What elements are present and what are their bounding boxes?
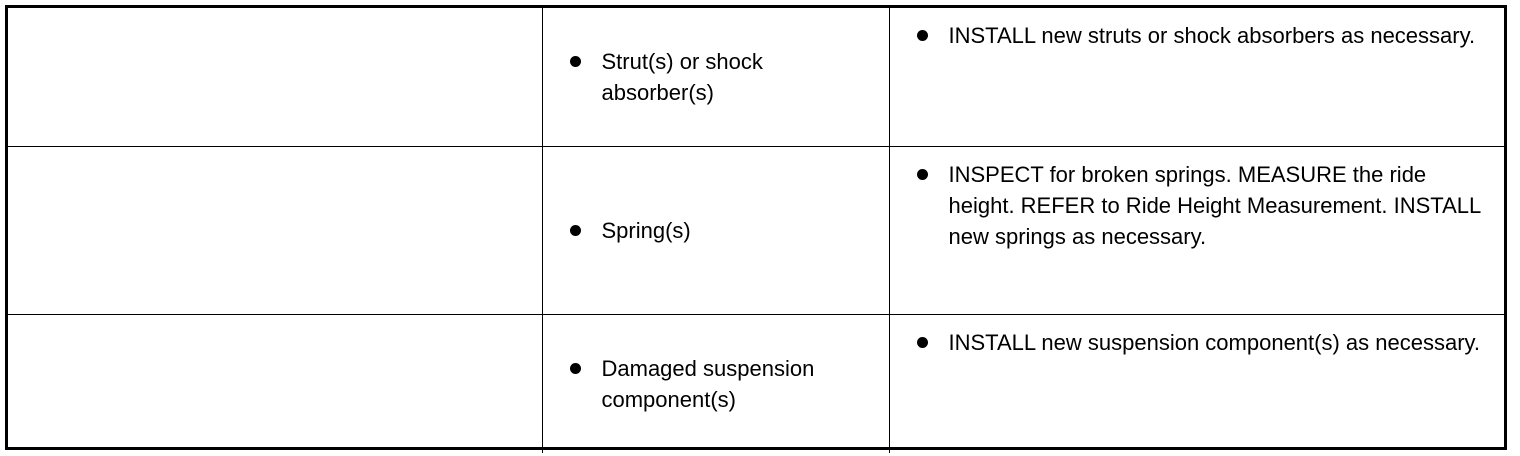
table-row: Spring(s) INSPECT for broken springs. ME… <box>8 145 1504 315</box>
condition-cell <box>8 145 543 315</box>
diagnosis-table-grid: Strut(s) or shock absorber(s) INSTALL ne… <box>8 8 1504 453</box>
action-bullet-item: INSPECT for broken springs. MEASURE the … <box>916 159 1491 252</box>
cause-text: Spring(s) <box>601 217 691 243</box>
action-text: INSTALL new struts or shock absorbers as… <box>948 23 1476 48</box>
cause-bullet-item: Damaged suspension component(s) <box>569 353 869 415</box>
bullet-icon <box>916 30 928 41</box>
cause-bullet-item: Spring(s) <box>569 215 869 246</box>
bullet-icon <box>569 224 581 236</box>
cause-cell: Strut(s) or shock absorber(s) <box>541 8 890 147</box>
cause-text: Strut(s) or shock absorber(s) <box>601 48 763 105</box>
bullet-icon <box>569 55 581 67</box>
action-text: INSTALL new suspension component(s) as n… <box>948 329 1481 355</box>
cause-cell: Damaged suspension component(s) <box>541 313 890 453</box>
bullet-icon <box>569 362 581 374</box>
action-bullet-item: INSTALL new suspension component(s) as n… <box>916 327 1491 358</box>
action-text: INSPECT for broken springs. MEASURE the … <box>948 161 1481 249</box>
action-cell: INSTALL new struts or shock absorbers as… <box>888 8 1504 147</box>
cause-bullet-item: Strut(s) or shock absorber(s) <box>569 46 869 108</box>
action-cell: INSTALL new suspension component(s) as n… <box>888 313 1504 453</box>
table-row: Strut(s) or shock absorber(s) INSTALL ne… <box>8 8 1504 147</box>
diagnosis-table: Strut(s) or shock absorber(s) INSTALL ne… <box>5 5 1507 453</box>
bullet-icon <box>916 336 928 348</box>
bullet-icon <box>916 168 928 180</box>
cause-cell: Spring(s) <box>541 145 890 315</box>
condition-cell <box>8 313 543 453</box>
action-bullet-item: INSTALL new struts or shock absorbers as… <box>916 20 1491 51</box>
table-row: Damaged suspension component(s) INSTALL … <box>8 313 1504 453</box>
action-cell: INSPECT for broken springs. MEASURE the … <box>888 145 1504 315</box>
cause-text: Damaged suspension component(s) <box>601 355 815 412</box>
condition-cell <box>8 8 543 147</box>
